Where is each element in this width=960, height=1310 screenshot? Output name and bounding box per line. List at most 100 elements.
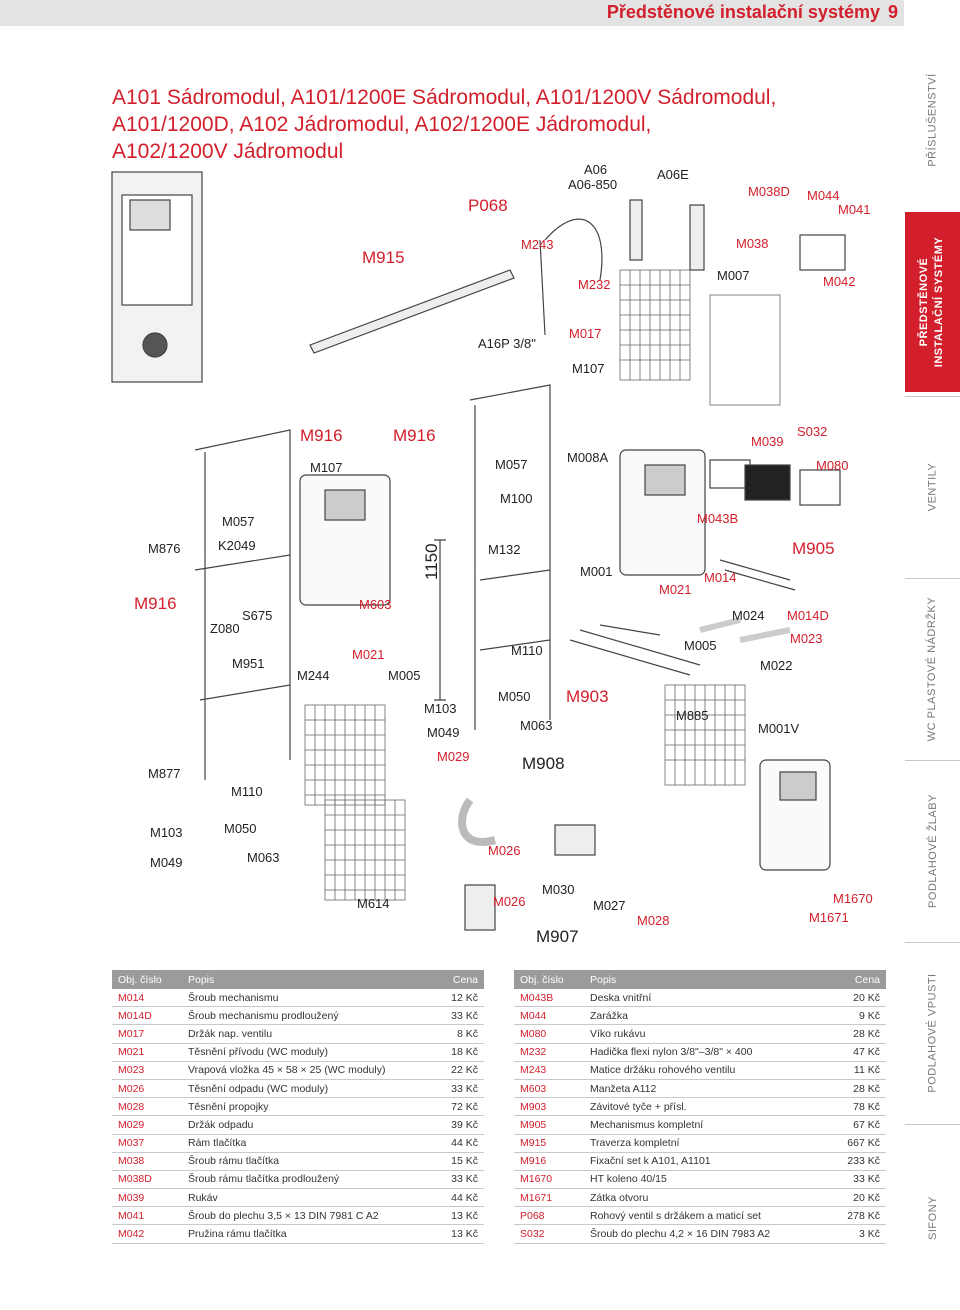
sidebar-item-ventily[interactable]: VENTILY xyxy=(905,396,960,577)
sidebar-item-wc-nadrzky[interactable]: WC PLASTOVÉ NÁDRŽKY xyxy=(905,578,960,759)
button-frame xyxy=(799,234,846,271)
sidebar-item-label: PODLAHOVÉ VPUSTI xyxy=(926,973,939,1093)
diagram-label: M603 xyxy=(359,597,392,612)
cell-price: 233 Kč xyxy=(824,1152,886,1171)
sidebar-item-label: PŘEDSTĚNOVÉ INSTALAČNÍ SYSTÉMY xyxy=(918,236,946,368)
page-title: A101 Sádromodul, A101/1200E Sádromodul, … xyxy=(112,84,832,165)
column-header-desc: Popis xyxy=(182,970,422,989)
diagram-label: M057 xyxy=(495,457,528,472)
cell-code: M026 xyxy=(112,1079,182,1099)
diagram-label: M028 xyxy=(637,913,670,928)
sidebar-item-prislusenstvi[interactable]: PŘÍSLUŠENSTVÍ xyxy=(905,30,960,210)
diagram-label: M039 xyxy=(751,434,784,449)
cell-desc: Držák nap. ventilu xyxy=(182,1024,422,1044)
diagram-label: M014D xyxy=(787,608,829,623)
cell-code: M903 xyxy=(514,1097,584,1117)
cell-desc: Rukáv xyxy=(182,1188,422,1208)
sleeve xyxy=(744,464,791,501)
cell-code: S032 xyxy=(514,1224,584,1244)
diagram-label: M063 xyxy=(247,850,280,865)
diagram-label: M905 xyxy=(792,539,835,558)
diagram-label: M017 xyxy=(569,326,602,341)
cell-desc: Víko rukávu xyxy=(584,1024,824,1044)
fill-valve-a06 xyxy=(629,199,643,261)
cell-desc: Traverza kompletní xyxy=(584,1134,824,1153)
sleeve-cover xyxy=(799,469,841,506)
cell-desc: HT koleno 40/15 xyxy=(584,1170,824,1190)
diagram-label: A16P 3/8" xyxy=(478,336,536,351)
cell-desc: Deska vnitřní xyxy=(584,989,824,1008)
diagram-label: M026 xyxy=(488,843,521,858)
diagram-label: M107 xyxy=(572,361,605,376)
cell-price: 20 Kč xyxy=(824,1188,886,1208)
diagram-label: M001 xyxy=(580,564,613,579)
cell-code: M041 xyxy=(112,1206,182,1226)
sidebar-item-predstenove-systemy[interactable]: PŘEDSTĚNOVÉ INSTALAČNÍ SYSTÉMY xyxy=(905,212,960,392)
diagram-label: A06E xyxy=(657,167,689,182)
cell-code: M038 xyxy=(112,1152,182,1171)
diagram-label: M103 xyxy=(424,701,457,716)
cell-code: M915 xyxy=(514,1134,584,1153)
diagram-label: M044 xyxy=(807,188,840,203)
sidebar-item-sifony[interactable]: SIFONY xyxy=(905,1124,960,1310)
cell-price: 22 Kč xyxy=(422,1061,484,1080)
cell-price: 67 Kč xyxy=(824,1115,886,1135)
diagram-label: M1670 xyxy=(833,891,873,906)
cell-desc: Těsnění přívodu (WC moduly) xyxy=(182,1043,422,1062)
diagram-label: A06 xyxy=(584,162,608,177)
diagram-label: M057 xyxy=(222,514,255,529)
cell-code: M043B xyxy=(514,989,584,1008)
cell-price: 20 Kč xyxy=(824,989,886,1008)
cell-code: M042 xyxy=(112,1224,182,1244)
cell-desc: Pružina rámu tlačítka xyxy=(182,1224,422,1244)
drain-bend xyxy=(458,797,497,846)
cell-price: 11 Kč xyxy=(824,1061,886,1080)
cell-desc: Závitové tyče + přísl. xyxy=(584,1097,824,1117)
valve-hose xyxy=(539,218,603,336)
diagram-label: M023 xyxy=(790,631,823,646)
mechanism-rods xyxy=(719,559,796,591)
diagram-label: M024 xyxy=(732,608,765,623)
cell-price: 78 Kč xyxy=(824,1097,886,1117)
diagram-label: M916 xyxy=(134,594,177,613)
cell-price: 13 Kč xyxy=(422,1206,484,1226)
cell-code: M1670 xyxy=(514,1170,584,1190)
cell-code: M905 xyxy=(514,1115,584,1135)
cell-price: 33 Kč xyxy=(422,1079,484,1099)
cell-price: 15 Kč xyxy=(422,1152,484,1171)
cell-desc: Zátka otvoru xyxy=(584,1188,824,1208)
inlet-parts xyxy=(699,617,791,643)
cell-price: 28 Kč xyxy=(824,1024,886,1044)
sidebar-item-podlahove-vpusti[interactable]: PODLAHOVÉ VPUSTI xyxy=(905,942,960,1123)
cell-price: 9 Kč xyxy=(824,1006,886,1026)
cell-code: M916 xyxy=(514,1152,584,1171)
cell-code: M038D xyxy=(112,1170,182,1190)
cell-code: M044 xyxy=(514,1006,584,1026)
diagram-label: M110 xyxy=(231,784,263,799)
sidebar-item-podlahove-zlaby[interactable]: PODLAHOVÉ ŽLABY xyxy=(905,760,960,941)
header-bar xyxy=(0,0,904,26)
sidebar-item-label: VENTILY xyxy=(926,462,939,512)
cell-price: 39 Kč xyxy=(422,1115,484,1135)
cell-code: P068 xyxy=(514,1206,584,1226)
diagram-label: M027 xyxy=(593,898,626,913)
cell-price: 47 Kč xyxy=(824,1043,886,1062)
cell-desc: Fixační set k A101, A1101 xyxy=(584,1152,824,1171)
diagram-label: M885 xyxy=(676,708,709,723)
diagram-label: M951 xyxy=(232,656,265,671)
